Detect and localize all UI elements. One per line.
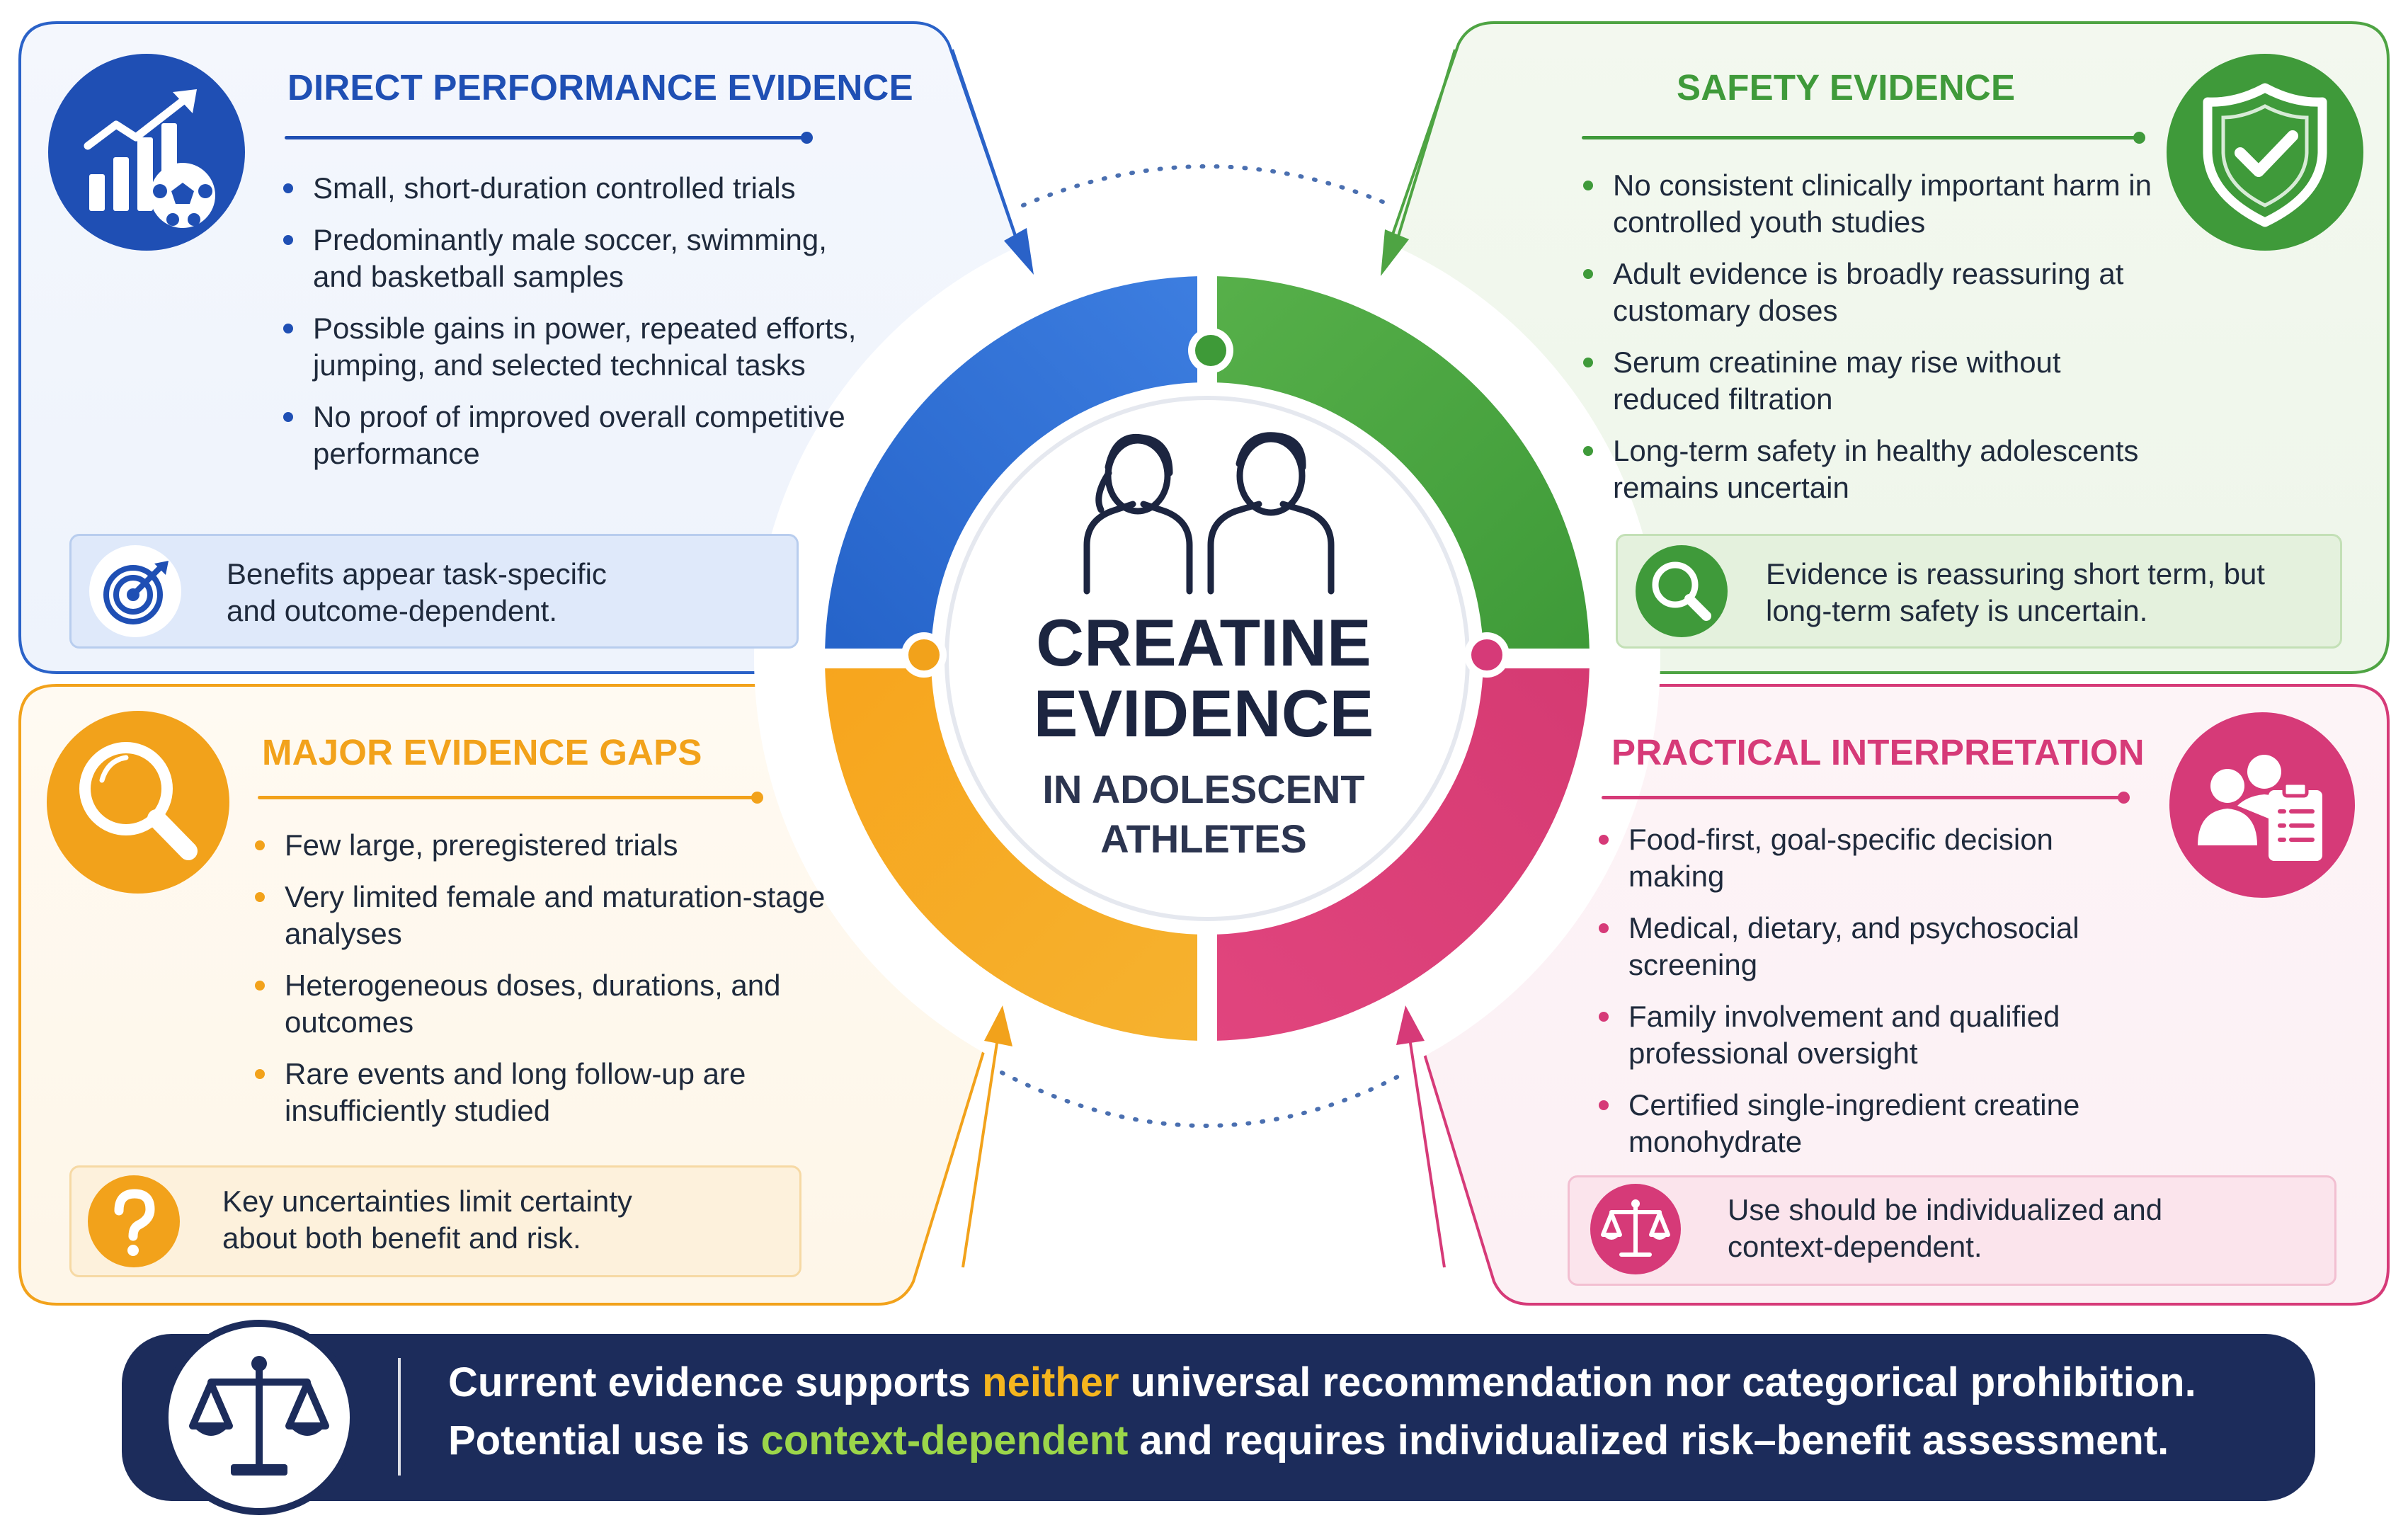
center-subtitle-line2: ATHLETES: [1100, 816, 1307, 861]
center-subtitle-line1: IN ADOLESCENT: [1042, 767, 1365, 811]
panel-rule-performance: [285, 132, 813, 144]
gaps-icon-badge: [47, 711, 229, 894]
list-item: Possible gains in power, repeated effort…: [282, 310, 869, 384]
arrowhead-gaps: [984, 1005, 1012, 1046]
list-item: Adult evidence is broadly reassuring at …: [1582, 256, 2162, 329]
list-item: Small, short-duration controlled trials: [282, 170, 869, 207]
performance-chart-soccer-icon: [84, 89, 215, 228]
gaps-bullets: Few large, preregistered trials Very lim…: [253, 827, 834, 1144]
magnifier-icon: [1652, 561, 1711, 621]
center-title-line1: CREATINE: [1036, 605, 1371, 680]
shield-check-icon: [2203, 83, 2327, 227]
list-item: Medical, dietary, and psychosocial scree…: [1597, 910, 2135, 983]
list-item: Certified single-ingredient creatine mon…: [1597, 1087, 2135, 1160]
dotted-arc-top: [1021, 164, 1393, 207]
gaps-note-box: [69, 1165, 801, 1277]
magnifier-icon: [79, 742, 198, 860]
safety-icon-badge: [2167, 54, 2363, 251]
list-item: Serum creatinine may rise without reduce…: [1582, 344, 2162, 418]
arrowhead-practical: [1396, 1005, 1425, 1045]
performance-note-icon-badge: [89, 545, 181, 637]
banner-line1-pre: Current evidence supports: [448, 1359, 983, 1405]
practical-note-icon-badge: [1590, 1184, 1681, 1274]
banner-divider: [398, 1358, 401, 1476]
banner-line2-highlight: context-dependent: [760, 1417, 1129, 1463]
connector-arrow-practical: [1408, 1033, 1446, 1268]
panel-title-performance: DIRECT PERFORMANCE EVIDENCE: [287, 67, 913, 108]
practical-icon-badge: [2169, 712, 2355, 898]
panel-performance-outline: [18, 21, 1029, 674]
list-item: No consistent clinically important harm …: [1582, 167, 2162, 241]
safety-bullets: No consistent clinically important harm …: [1582, 167, 2162, 521]
safety-note-icon-badge: [1636, 545, 1728, 637]
list-item: Long-term safety in healthy adolescents …: [1582, 433, 2162, 506]
banner-line1-post: universal recommendation nor categorical…: [1119, 1359, 2196, 1405]
people-clipboard-icon: [2198, 755, 2322, 861]
panel-rule-safety: [1582, 132, 2145, 144]
panel-title-gaps: MAJOR EVIDENCE GAPS: [262, 732, 702, 772]
connector-arrow-gaps: [962, 1033, 1000, 1268]
list-item: Few large, preregistered trials: [253, 827, 834, 864]
banner-line1-highlight: neither: [982, 1359, 1119, 1405]
performance-bullets: Small, short-duration controlled trials …: [282, 170, 869, 487]
panel-title-safety: SAFETY EVIDENCE: [1677, 67, 2016, 108]
balance-scale-icon: [1601, 1199, 1670, 1257]
banner-line2-post: and requires individualized risk–benefit…: [1128, 1417, 2169, 1463]
ring-segment-pink: [1207, 658, 1590, 1041]
list-item: Predominantly male soccer, swimming, and…: [282, 222, 869, 295]
target-icon: [103, 561, 169, 624]
center-title-line2: EVIDENCE: [1033, 676, 1374, 751]
performance-note-text: Benefits appear task-specific and outcom…: [227, 557, 607, 627]
arrowhead-safety: [1381, 229, 1409, 276]
practical-note-box: [1568, 1175, 2336, 1286]
safety-note-box: [1616, 534, 2342, 649]
list-item: Very limited female and maturation-stage…: [253, 879, 834, 952]
banner-line2-pre: Potential use is: [448, 1417, 761, 1463]
arrowhead-performance: [1004, 228, 1034, 275]
ring-segment-orange: [825, 658, 1207, 1041]
panel-title-practical: PRACTICAL INTERPRETATION: [1611, 732, 2145, 772]
performance-note-box: [69, 534, 799, 649]
list-item: Heterogeneous doses, durations, and outc…: [253, 967, 834, 1041]
practical-note-text: Use should be individualized and context…: [1728, 1193, 2163, 1263]
ring-segment-green: [1207, 276, 1590, 658]
list-item: Family involvement and qualified profess…: [1597, 998, 2135, 1072]
safety-note-text: Evidence is reassuring short term, but l…: [1766, 557, 2265, 627]
panel-practical-outline: [1414, 684, 2390, 1306]
ring-segment-blue: [825, 276, 1207, 658]
banner-line-2: Potential use is context-dependent and r…: [448, 1413, 2169, 1468]
conclusion-banner: [122, 1334, 2315, 1501]
question-icon: [114, 1189, 155, 1256]
gaps-note-icon-badge: [88, 1175, 180, 1267]
list-item: Rare events and long follow-up are insuf…: [253, 1056, 834, 1129]
panel-rule-gaps: [258, 792, 763, 804]
list-item: No proof of improved overall competitive…: [282, 399, 869, 472]
practical-bullets: Food-first, goal-specific decision makin…: [1597, 821, 2135, 1175]
panel-gaps-outline: [18, 684, 993, 1306]
banner-line-1: Current evidence supports neither univer…: [448, 1355, 2196, 1410]
list-item: Food-first, goal-specific decision makin…: [1597, 821, 2135, 895]
connector-arrow-safety: [1393, 49, 1456, 249]
banner-icon-badge: [161, 1320, 357, 1515]
dotted-arc-bottom: [1000, 1071, 1408, 1128]
people-icon: [1083, 432, 1335, 595]
performance-icon-badge: [48, 54, 245, 251]
gaps-note-text: Key uncertainties limit certainty about …: [222, 1185, 632, 1255]
balance-scale-icon: [189, 1356, 329, 1476]
connector-arrow-performance: [951, 49, 1021, 249]
panel-rule-practical: [1602, 792, 2130, 804]
